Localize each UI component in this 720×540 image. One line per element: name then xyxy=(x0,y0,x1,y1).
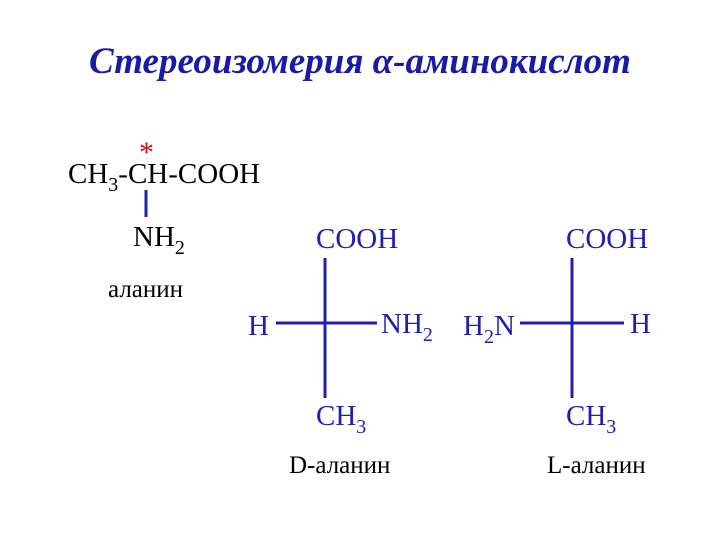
l-alanine-projection: COOH H2N H CH3 L-аланин xyxy=(463,223,651,479)
d-right-nh2-subscript: 2 xyxy=(423,324,433,346)
d-left-h: H xyxy=(248,310,269,342)
l-left-h: H xyxy=(463,310,484,342)
d-bottom-ch3: CH xyxy=(316,400,356,432)
l-left-subscript: 2 xyxy=(484,326,494,348)
bond-dash: - xyxy=(118,158,128,190)
chiral-center-marker: * xyxy=(139,136,154,169)
d-alanine-projection: COOH H NH2 CH3 D-аланин xyxy=(248,223,433,479)
d-right-nh2: NH xyxy=(381,308,423,340)
l-alanine-caption: L-аланин xyxy=(547,452,646,479)
svg-text:NH2: NH2 xyxy=(381,308,433,346)
nh2-group: NH xyxy=(133,221,175,253)
ch-cooh-group: CH-COOH xyxy=(128,158,260,190)
svg-text:NH2: NH2 xyxy=(133,221,185,259)
slide-title: Стереоизомерия α-аминокислот xyxy=(89,41,631,82)
l-top-cooh: COOH xyxy=(566,223,648,255)
l-bottom-ch3-subscript: 3 xyxy=(606,416,616,438)
ch3-subscript: 3 xyxy=(108,174,118,196)
svg-text:CH3: CH3 xyxy=(316,400,366,438)
l-left-n: N xyxy=(494,310,515,342)
d-bottom-ch3-subscript: 3 xyxy=(356,416,366,438)
svg-text:CH3-CH-COOH: CH3-CH-COOH xyxy=(68,158,260,196)
svg-text:CH3: CH3 xyxy=(566,400,616,438)
l-right-h: H xyxy=(630,308,651,340)
d-top-cooh: COOH xyxy=(316,223,398,255)
nh2-subscript: 2 xyxy=(175,237,185,259)
svg-text:H2N: H2N xyxy=(463,310,515,348)
d-alanine-caption: D-аланин xyxy=(289,452,390,479)
alanine-formula: CH3-CH-COOH * NH2 аланин xyxy=(68,136,260,303)
ch3-group: CH xyxy=(68,158,108,190)
alanine-caption: аланин xyxy=(108,276,183,303)
l-bottom-ch3: CH xyxy=(566,400,606,432)
